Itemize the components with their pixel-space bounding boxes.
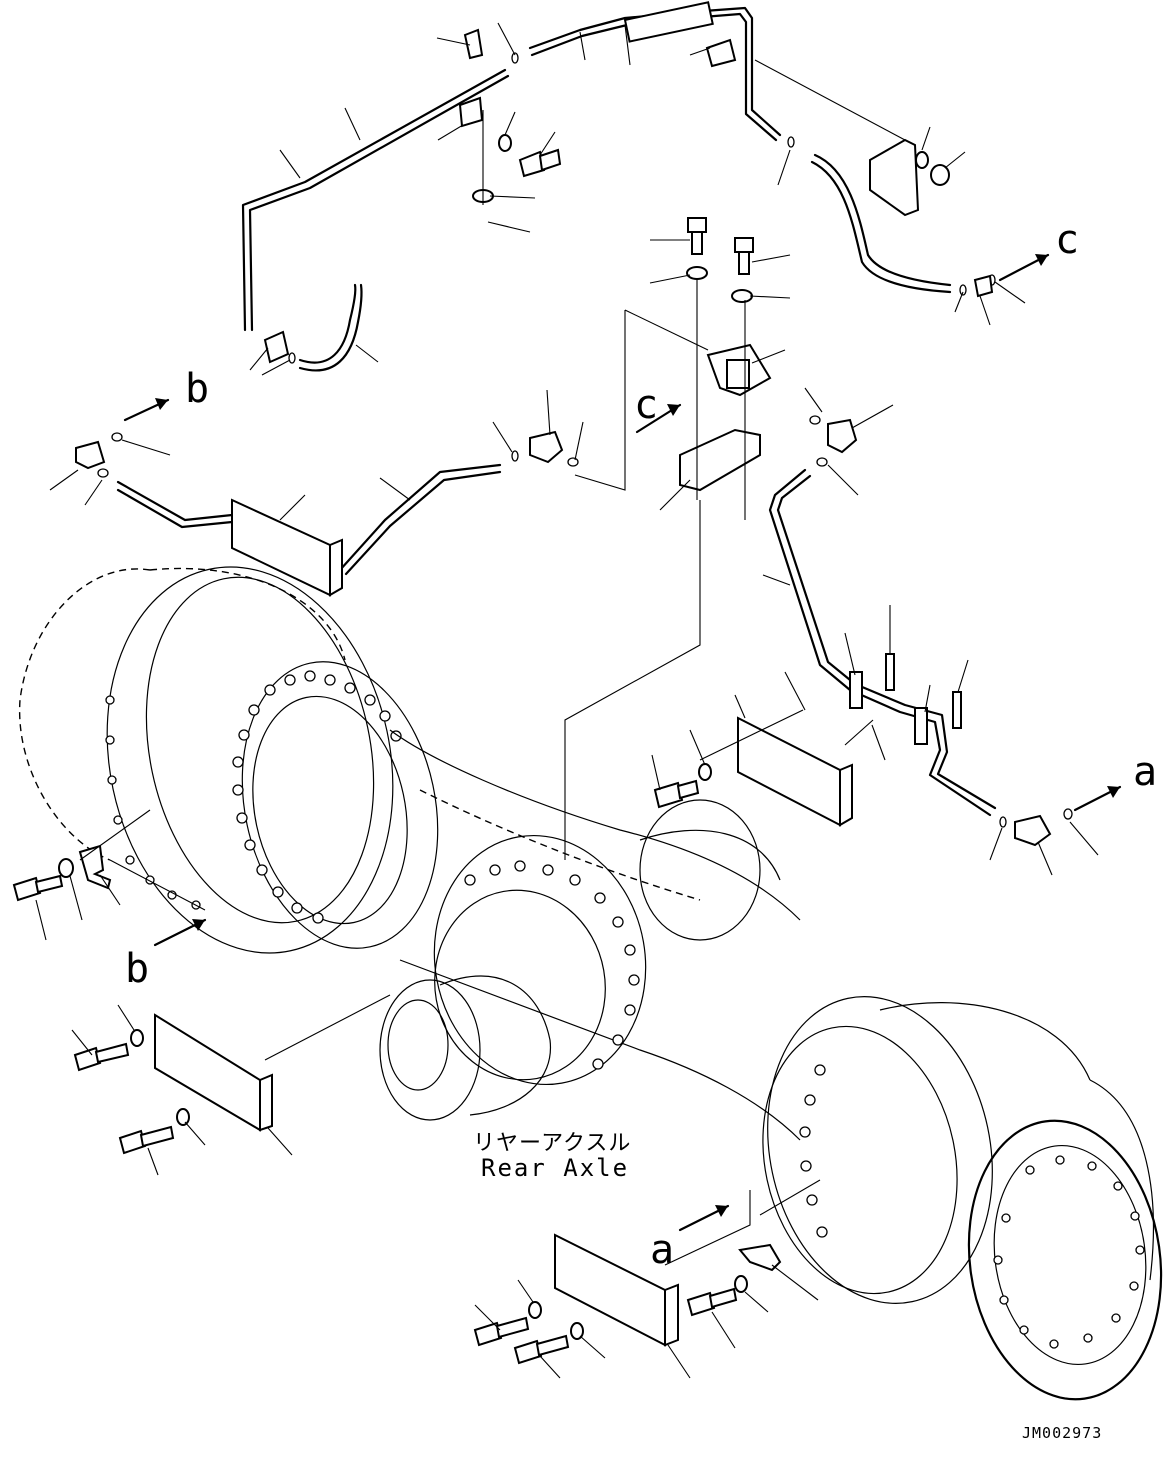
brake-piping bbox=[12, 1, 1099, 1379]
elbow-fittings bbox=[75, 274, 1052, 847]
view-label-c-middle: c bbox=[634, 382, 658, 428]
component-name-jp: リヤーアクスル bbox=[473, 1131, 631, 1156]
component-name-en: Rear Axle bbox=[481, 1154, 629, 1182]
view-label-c-right: c bbox=[1055, 217, 1079, 263]
view-arrows bbox=[123, 253, 1122, 1232]
o-rings bbox=[97, 52, 1073, 828]
left-hub-bolts bbox=[105, 670, 402, 924]
bolts bbox=[12, 148, 754, 1365]
view-label-a-lower: a bbox=[650, 1227, 674, 1273]
washers bbox=[58, 134, 950, 1340]
right-hub-bolts bbox=[799, 1064, 1145, 1349]
differential-flange-bolts bbox=[464, 860, 640, 1070]
drawing-code: JM002973 bbox=[1022, 1424, 1102, 1442]
view-label-a-right: a bbox=[1133, 749, 1157, 795]
view-label-b-upper: b bbox=[185, 366, 209, 412]
view-label-b-lower: b bbox=[125, 946, 149, 992]
rear-axle-assembly bbox=[18, 566, 1163, 1401]
